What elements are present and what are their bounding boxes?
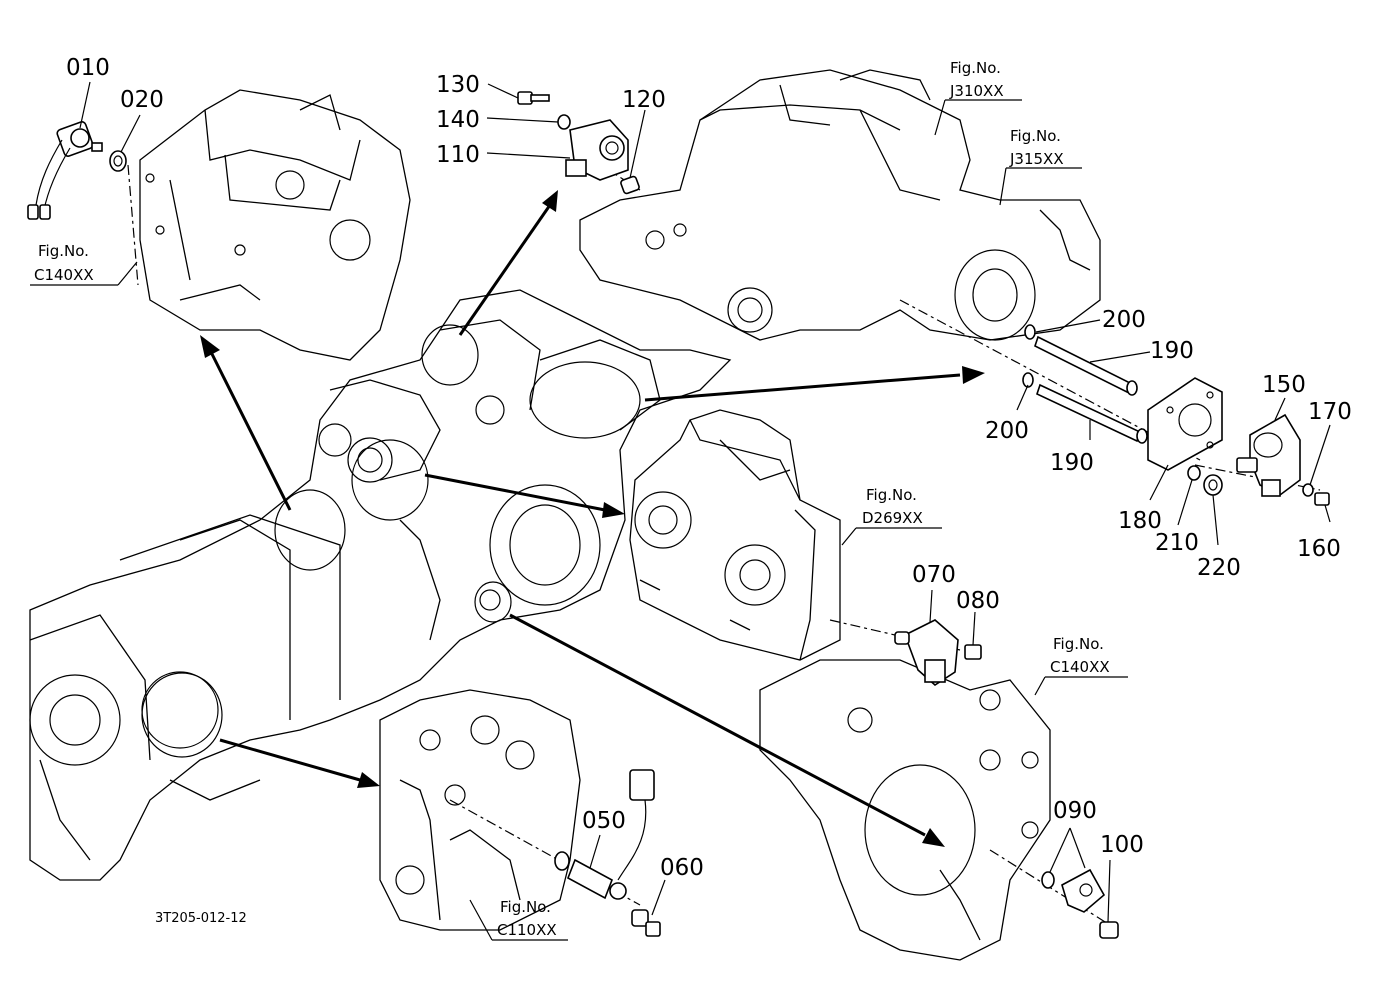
assembly-lines	[127, 154, 1321, 926]
leader-arrows	[200, 190, 985, 847]
label-120: 120	[622, 87, 666, 113]
lower-left-housing-sketch	[379, 689, 581, 931]
svg-text:Fig.No.: Fig.No.	[1010, 127, 1061, 145]
fig-ref-leaders	[30, 99, 1128, 941]
figure-reference-labels: Fig.No. C140XX Fig.No. J310XX Fig.No. J3…	[34, 59, 1110, 939]
part-100-bolt[interactable]	[1099, 921, 1119, 939]
part-010-sensor[interactable]	[27, 121, 103, 220]
part-140-washer[interactable]	[557, 114, 571, 130]
part-070-sensor[interactable]	[894, 619, 959, 687]
label-190-lower: 190	[1050, 450, 1094, 476]
label-180: 180	[1118, 508, 1162, 534]
part-050-sensor[interactable]	[554, 769, 655, 900]
label-160: 160	[1297, 536, 1341, 562]
svg-text:J315XX: J315XX	[1009, 150, 1064, 168]
part-220-nut[interactable]	[1203, 474, 1223, 496]
part-060-bolt[interactable]	[631, 909, 661, 937]
part-180-plate[interactable]	[1147, 377, 1223, 471]
part-number-labels: 010 020 130 140 110 120 200 190 150 170 …	[66, 55, 1352, 881]
part-020-washer[interactable]	[109, 150, 127, 172]
fig-ref-d269[interactable]: Fig.No. D269XX	[862, 486, 923, 527]
fig-ref-j310[interactable]: Fig.No. J310XX	[949, 59, 1004, 100]
transmission-assembly	[29, 289, 732, 881]
label-100: 100	[1100, 832, 1144, 858]
label-140: 140	[436, 107, 480, 133]
label-220: 220	[1197, 555, 1241, 581]
part-130-bolt[interactable]	[517, 91, 550, 105]
svg-text:J310XX: J310XX	[949, 82, 1004, 100]
label-090: 090	[1053, 798, 1097, 824]
fig-ref-c140-top[interactable]: Fig.No. C140XX	[34, 242, 94, 284]
part-200-ring-upper[interactable]	[1024, 324, 1036, 340]
label-150: 150	[1262, 372, 1306, 398]
drawing-code: 3T205-012-12	[155, 911, 247, 926]
label-110: 110	[436, 142, 480, 168]
label-080: 080	[956, 588, 1000, 614]
part-170-washer[interactable]	[1302, 483, 1314, 497]
lower-right-housing-sketch	[759, 659, 1051, 961]
part-080-bolt[interactable]	[964, 644, 982, 660]
svg-text:D269XX: D269XX	[862, 509, 923, 527]
label-200-lower: 200	[985, 418, 1029, 444]
svg-text:Fig.No.: Fig.No.	[950, 59, 1001, 77]
detail-circles	[141, 324, 641, 758]
label-190-upper: 190	[1150, 338, 1194, 364]
fig-ref-c110[interactable]: Fig.No. C110XX	[497, 898, 557, 939]
svg-text:Fig.No.: Fig.No.	[1053, 635, 1104, 653]
svg-text:C110XX: C110XX	[497, 921, 557, 939]
label-210: 210	[1155, 530, 1199, 556]
label-020: 020	[120, 87, 164, 113]
rear-housing-sketch	[579, 69, 1101, 341]
fig-ref-c140-right[interactable]: Fig.No. C140XX	[1050, 635, 1110, 676]
valve-block-sketch	[629, 409, 841, 661]
svg-text:C140XX: C140XX	[1050, 658, 1110, 676]
part-190-rod-lower[interactable]	[1036, 383, 1148, 444]
label-050: 050	[582, 808, 626, 834]
label-010: 010	[66, 55, 110, 81]
part-200-ring-lower[interactable]	[1022, 372, 1034, 388]
part-110-solenoid[interactable]	[565, 119, 629, 181]
label-070: 070	[912, 562, 956, 588]
part-210-washer[interactable]	[1187, 465, 1201, 481]
part-120-plug[interactable]	[620, 175, 640, 195]
part-190-rod-upper[interactable]	[1034, 335, 1138, 396]
part-090-sensor[interactable]	[1041, 868, 1106, 913]
svg-text:C140XX: C140XX	[34, 266, 94, 284]
label-170: 170	[1308, 399, 1352, 425]
front-housing-sketch	[139, 89, 411, 361]
svg-text:Fig.No.: Fig.No.	[38, 242, 89, 260]
part-160-screw[interactable]	[1314, 492, 1330, 506]
part-150-switch[interactable]	[1236, 413, 1301, 497]
label-130: 130	[436, 72, 480, 98]
svg-text:Fig.No.: Fig.No.	[866, 486, 917, 504]
label-060: 060	[660, 855, 704, 881]
svg-text:Fig.No.: Fig.No.	[500, 898, 551, 916]
label-leaders	[79, 81, 1331, 923]
label-200-upper: 200	[1102, 307, 1146, 333]
fig-ref-j315[interactable]: Fig.No. J315XX	[1009, 127, 1064, 168]
